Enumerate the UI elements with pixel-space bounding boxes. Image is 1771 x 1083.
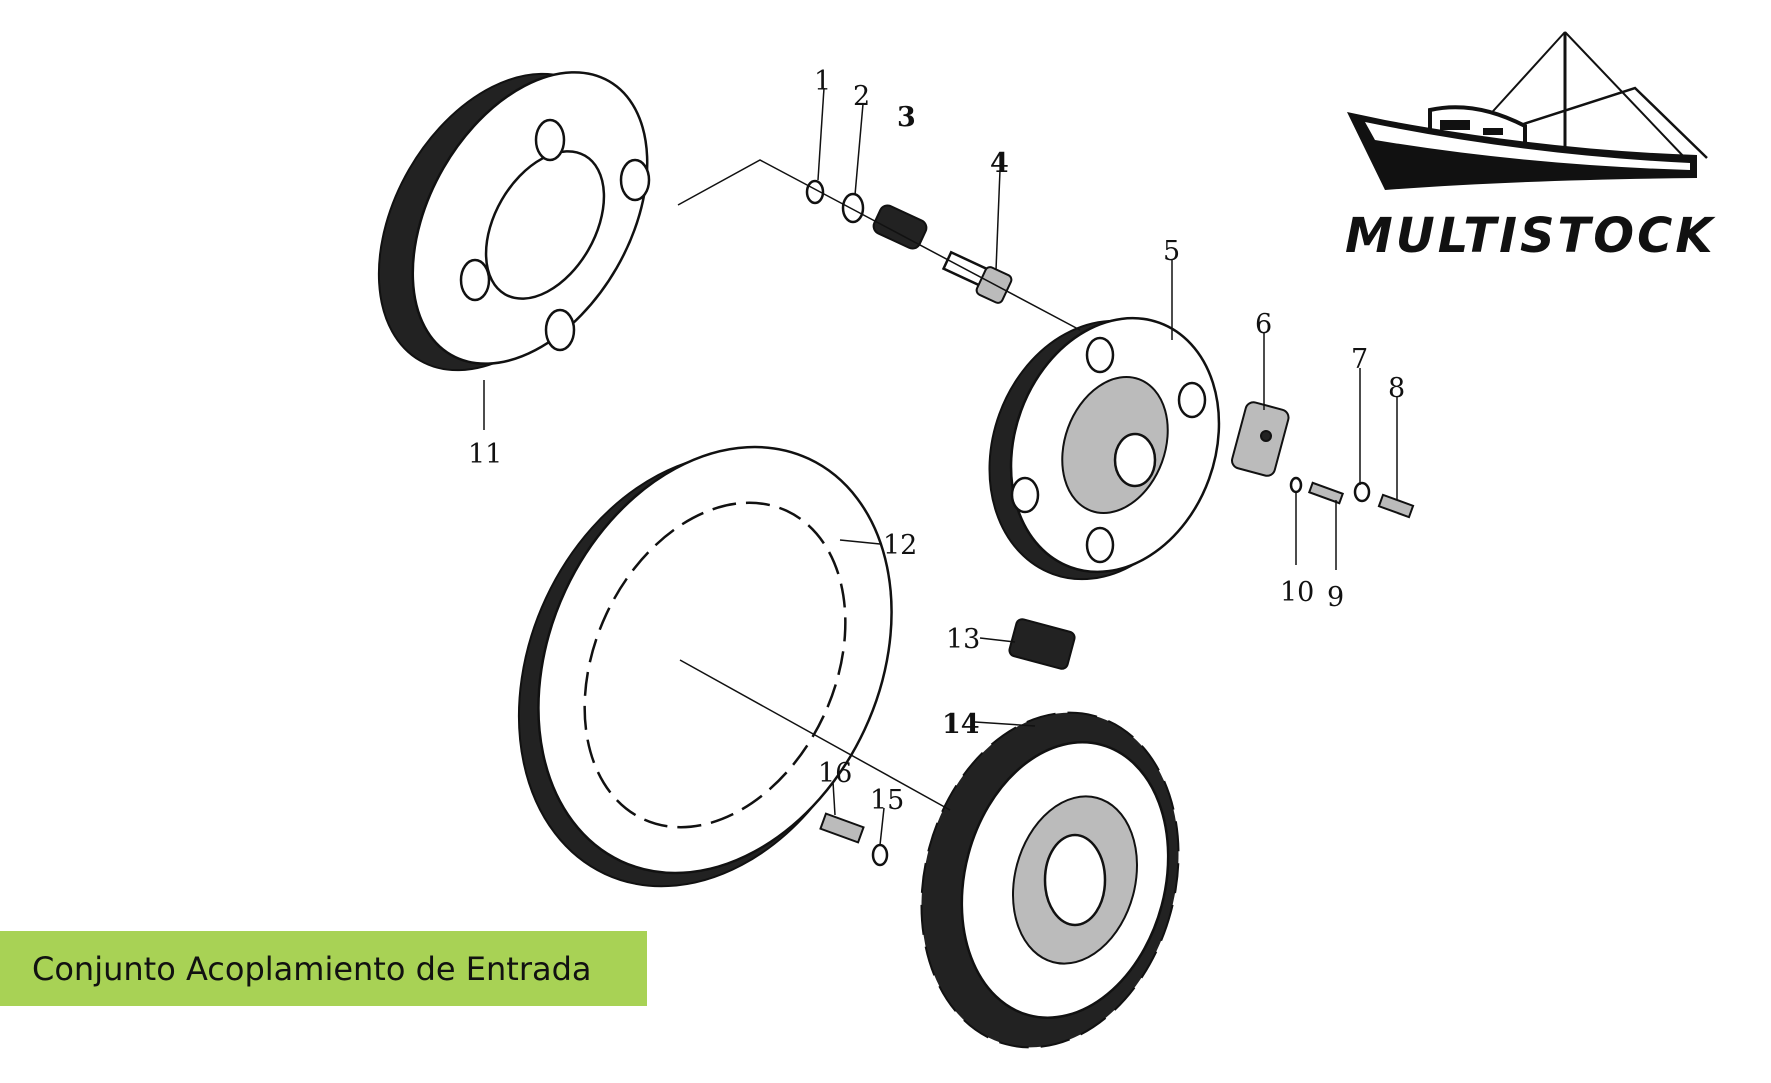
part-9-screw: [1307, 481, 1345, 505]
part-5-hub-plate: [988, 316, 1221, 581]
part-label-3: 3: [897, 102, 916, 133]
part-14-toothed-hub: [920, 711, 1180, 1049]
part-label-7: 7: [1351, 344, 1368, 375]
part-label-2: 2: [853, 81, 870, 112]
part-16-bolt: [819, 812, 865, 844]
part-label-14: 14: [942, 709, 980, 740]
part-label-1: 1: [814, 66, 831, 97]
part-label-11: 11: [468, 439, 502, 470]
page-title: Conjunto Acoplamiento de Entrada: [32, 949, 592, 988]
part-13-rubber-block: [1008, 618, 1076, 670]
part-label-5: 5: [1163, 236, 1180, 267]
leader-lines: [483, 87, 1398, 846]
part-label-8: 8: [1388, 373, 1405, 404]
part-label-15: 15: [870, 785, 904, 816]
part-12-internal-ring: [517, 445, 893, 888]
part-3-bushing: [872, 204, 928, 250]
part-10-washer: [1289, 476, 1303, 494]
part-label-10: 10: [1280, 577, 1314, 608]
logo-brand-text: MULTISTOCK: [1345, 208, 1716, 264]
multistock-logo: MULTISTOCK: [1345, 30, 1715, 270]
part-8-bolt: [1377, 493, 1415, 519]
part-11-flange: [377, 71, 651, 372]
part-label-6: 6: [1255, 309, 1272, 340]
part-label-12: 12: [883, 530, 917, 561]
part-label-16: 16: [818, 758, 852, 789]
boat-icon: [1347, 31, 1708, 190]
part-4-pin: [941, 250, 1013, 304]
part-2-washer: [841, 192, 865, 224]
title-banner: Conjunto Acoplamiento de Entrada: [0, 931, 647, 1006]
part-label-13: 13: [946, 624, 980, 655]
part-label-9: 9: [1327, 582, 1344, 613]
part-label-4: 4: [990, 148, 1009, 179]
part-7-washer: [1353, 481, 1371, 503]
part-15-washer: [871, 843, 889, 867]
part-6-lock-plate: [1231, 401, 1290, 477]
